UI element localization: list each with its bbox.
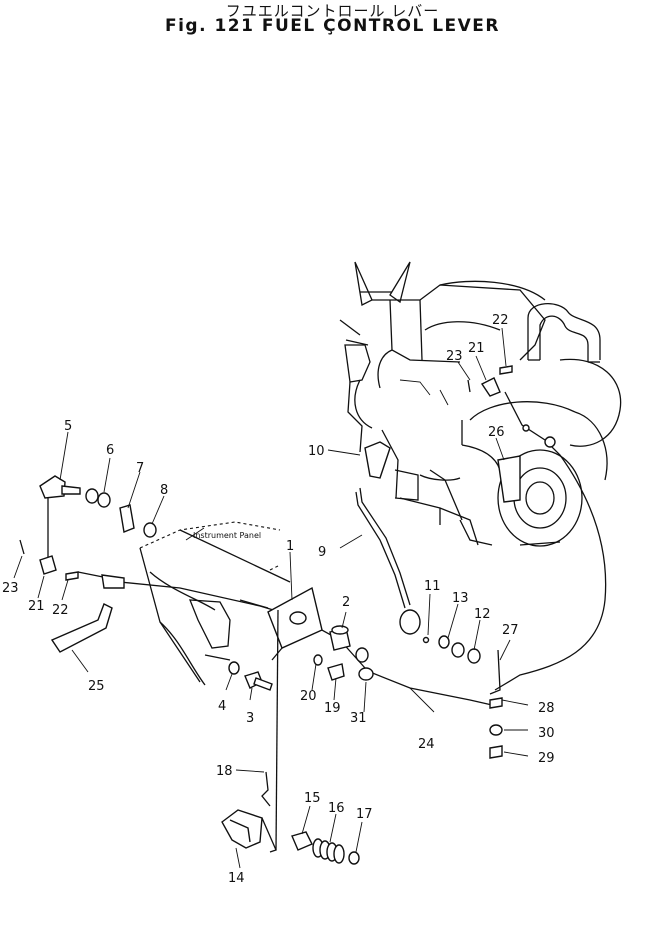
callout-23-left: 23 <box>2 581 19 596</box>
pin-part-11 <box>422 636 430 644</box>
callout-21-left: 21 <box>28 599 45 614</box>
cable-bracket-27 <box>489 649 503 759</box>
engine-illustration <box>339 261 622 547</box>
callout-19: 19 <box>324 701 341 716</box>
cable-end-left <box>19 539 125 589</box>
callout-2: 2 <box>342 595 350 610</box>
part-19 <box>327 663 345 681</box>
bracket-part-25 <box>50 603 113 653</box>
callout-6: 6 <box>106 443 114 458</box>
callout-22-left: 22 <box>52 603 69 618</box>
nut-part-17 <box>348 851 360 865</box>
washer-part-8 <box>143 522 157 538</box>
nut-part-12 <box>451 642 481 664</box>
callout-26: 26 <box>488 425 505 440</box>
callout-14: 14 <box>228 871 245 886</box>
cable-clip-31 <box>358 667 374 681</box>
cable-lever-part <box>39 475 81 562</box>
control-bracket <box>267 586 323 851</box>
callout-15: 15 <box>304 791 321 806</box>
bolt-part <box>244 671 273 691</box>
callout-1: 1 <box>286 539 294 554</box>
callout-23-right: 23 <box>446 349 463 364</box>
callout-28: 28 <box>538 701 555 716</box>
callout-18: 18 <box>216 764 233 779</box>
instrument-panel-illustration <box>139 521 291 686</box>
callout-16: 16 <box>328 801 345 816</box>
washer-part-13 <box>438 635 450 649</box>
bushing-part <box>329 625 351 651</box>
washer-part-8b <box>355 647 369 663</box>
callout-7: 7 <box>136 461 144 476</box>
control-cable-route <box>119 391 607 706</box>
callout-4: 4 <box>218 699 226 714</box>
callout-27: 27 <box>502 623 519 638</box>
nut-part-6 <box>85 488 111 508</box>
cable-end-right <box>467 365 521 503</box>
callout-5: 5 <box>64 419 72 434</box>
callout-20: 20 <box>300 689 317 704</box>
callout-3: 3 <box>246 711 254 726</box>
callout-31: 31 <box>350 711 367 726</box>
callout-25: 25 <box>88 679 105 694</box>
callout-13: 13 <box>452 591 469 606</box>
callout-22-right: 22 <box>492 313 509 328</box>
callout-17: 17 <box>356 807 373 822</box>
control-lever-rod <box>355 487 421 635</box>
spring-pin-18 <box>261 771 271 807</box>
callout-8: 8 <box>160 483 168 498</box>
leader-lines <box>13 327 529 869</box>
spring-part-16 <box>312 838 345 864</box>
washer-part <box>228 661 240 675</box>
callout-21-right: 21 <box>468 341 485 356</box>
pedal-part <box>221 809 277 853</box>
callout-11: 11 <box>424 579 441 594</box>
callout-12: 12 <box>474 607 491 622</box>
figure-title-japanese: フユエルコントロール レバー <box>225 2 440 20</box>
callout-30: 30 <box>538 726 555 741</box>
callout-24: 24 <box>418 737 435 752</box>
stopper-bolt-15 <box>291 831 313 851</box>
part-20 <box>313 654 323 666</box>
figure-title: Fig. 121 FUEL ÇONTROL LEVER <box>164 16 501 36</box>
callout-9: 9 <box>318 545 326 560</box>
lever-knob <box>364 441 391 479</box>
instrument-panel-label: Instrument Panel <box>193 531 261 540</box>
callout-29: 29 <box>538 751 555 766</box>
stopper-part-7 <box>119 504 135 533</box>
callout-10: 10 <box>308 444 325 459</box>
